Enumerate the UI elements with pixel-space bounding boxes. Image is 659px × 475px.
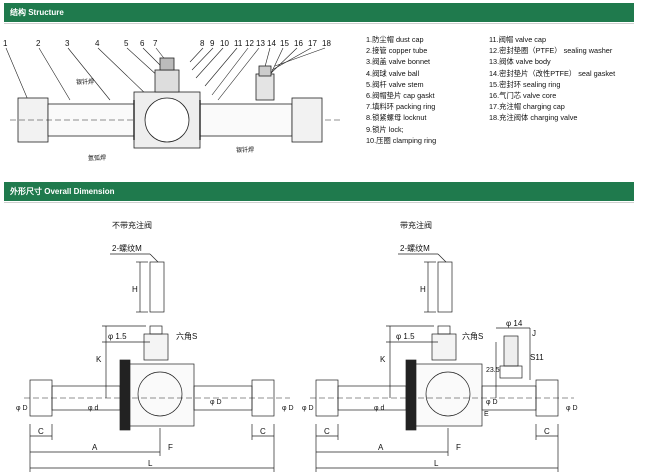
weld-label-top-left: 银钎焊	[76, 78, 94, 86]
right-dim-phiD-body: φ D	[486, 399, 498, 406]
right-dim-hex: 六角S	[462, 331, 483, 341]
left-dim-K: K	[96, 355, 102, 364]
left-dim-phiD0: φ D	[282, 405, 294, 412]
left-dim-phiD: φ D	[16, 405, 28, 412]
left-dim-L: L	[148, 459, 153, 468]
weld-label-bottom-right: 银钎焊	[236, 146, 254, 154]
part-item: 3.阀盖 valve bonnet	[366, 57, 431, 67]
right-dimension-drawing: 带充注阀 2-螺纹M	[302, 220, 578, 472]
left-dim-C1: C	[38, 427, 44, 436]
left-dim-H: H	[132, 285, 138, 294]
structure-section-banner: 结构 Structure	[4, 3, 634, 22]
part-item: 9.锁片 lock;	[366, 124, 404, 134]
weld-label-bottom-left: 氩弧焊	[88, 154, 106, 162]
part-item: 18.充注阀体 charging valve	[489, 113, 578, 123]
right-dim-A: A	[378, 443, 384, 452]
callout-15: 15	[280, 39, 289, 48]
right-dim-C2: C	[544, 427, 550, 436]
divider	[4, 23, 634, 24]
divider	[4, 202, 634, 203]
callout-18: 18	[322, 39, 331, 48]
part-item: 2.接管 copper tube	[366, 46, 428, 56]
left-dim-phi15: φ 1.5	[108, 332, 127, 341]
right-dim-J: J	[532, 329, 536, 338]
callout-6: 6	[140, 39, 145, 48]
part-item: 13.阀体 valve body	[489, 57, 551, 67]
callout-3: 3	[65, 39, 70, 48]
left-thread-label: 2-螺纹M	[112, 243, 142, 253]
right-dim-C1: C	[324, 427, 330, 436]
left-dim-hex: 六角S	[176, 331, 197, 341]
callout-8: 8	[200, 39, 205, 48]
part-item: 15.密封环 sealing ring	[489, 79, 561, 89]
callout-5: 5	[124, 39, 129, 48]
right-dim-phi14: φ 14	[506, 319, 523, 328]
right-dim-E: E	[484, 411, 489, 418]
part-item: 4.阀球 valve ball	[366, 68, 420, 78]
part-item: 5.阀杆 valve stem	[366, 79, 424, 89]
left-dim-C2: C	[260, 427, 266, 436]
part-item: 17.充注帽 charging cap	[489, 102, 565, 112]
part-item: 8.锁紧螺母 locknut	[366, 113, 427, 123]
left-dimension-drawing: 不带充注阀 2-螺纹M	[16, 220, 294, 472]
right-dim-phid: φ d	[374, 405, 384, 412]
valve-section	[10, 57, 340, 149]
callout-10: 10	[220, 39, 229, 48]
right-dim-phiD0: φ D	[566, 405, 578, 412]
callout-2: 2	[36, 39, 41, 48]
part-item: 7.填料环 packing ring	[366, 102, 436, 112]
part-item: 11.阀帽 valve cap	[489, 35, 547, 44]
part-item: 12.密封垫圈（PTFE） sealing washer	[489, 46, 613, 56]
part-item: 6.阀帽垫片 cap gaskt	[366, 90, 435, 100]
left-dim-phiD-body: φ D	[210, 399, 222, 406]
right-dim-S11: S11	[530, 353, 544, 362]
callout-14: 14	[267, 39, 276, 48]
dimension-section-title: 外形尺寸 Overall Dimension	[10, 187, 115, 196]
right-thread-label: 2-螺纹M	[400, 243, 430, 253]
leader-lines	[5, 47, 326, 101]
callout-9: 9	[210, 39, 215, 48]
right-drawing-title: 带充注阀	[400, 220, 432, 230]
left-drawing-title: 不带充注阀	[112, 220, 152, 230]
callout-11: 11	[234, 39, 243, 48]
left-dim-phid: φ d	[88, 405, 98, 412]
part-item: 1.防尘帽 dust cap	[366, 35, 424, 44]
callout-12: 12	[245, 39, 254, 48]
callout-4: 4	[95, 39, 100, 48]
parts-legend-column-2: 11.阀帽 valve cap 12.密封垫圈（PTFE） sealing wa…	[489, 34, 615, 124]
right-dim-H: H	[420, 285, 426, 294]
left-dim-A: A	[92, 443, 98, 452]
right-dim-phi15: φ 1.5	[396, 332, 415, 341]
callout-17: 17	[308, 39, 317, 48]
right-dim-phiD: φ D	[302, 405, 314, 412]
part-item: 16.气门芯 valve core	[489, 90, 557, 100]
callout-7: 7	[153, 39, 158, 48]
right-dim-L: L	[434, 459, 439, 468]
right-dim-F: F	[456, 443, 461, 452]
part-item: 14.密封垫片（改性PTFE） seal gasket	[489, 68, 616, 78]
left-dim-F: F	[168, 443, 173, 452]
callout-1: 1	[3, 39, 8, 48]
part-item: 10.压圈 clamping ring	[366, 135, 437, 145]
callout-16: 16	[294, 39, 303, 48]
right-dim-23-5: 23.5	[486, 367, 500, 374]
dimension-section-banner: 外形尺寸 Overall Dimension	[4, 182, 634, 201]
parts-legend-column-1: 1.防尘帽 dust cap 2.接管 copper tube 3.阀盖 val…	[366, 34, 436, 146]
callout-13: 13	[256, 39, 265, 48]
callout-numbers: 1 2 3 4 5 6 7 8 9 10 11 12 13 14 15 16 1…	[3, 39, 331, 48]
structure-section-title: 结构 Structure	[10, 8, 64, 17]
right-dim-K: K	[380, 355, 386, 364]
